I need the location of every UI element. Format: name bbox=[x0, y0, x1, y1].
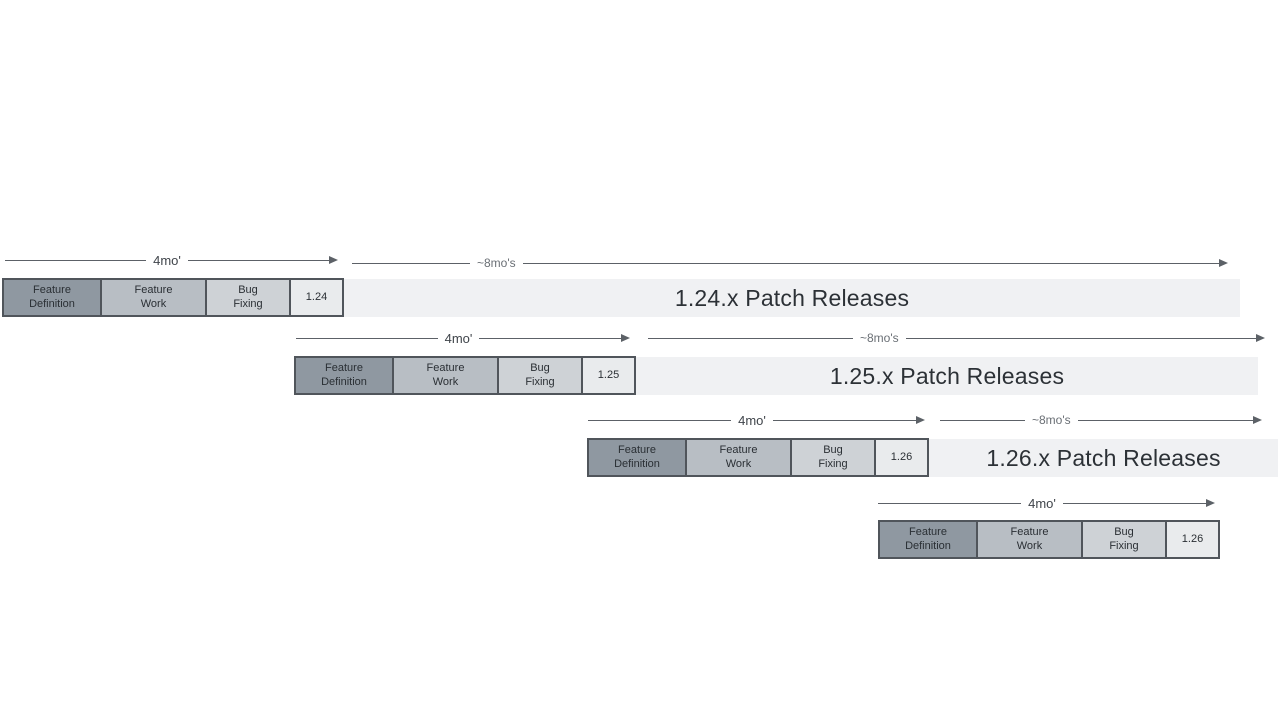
arrowhead-right-icon bbox=[329, 256, 338, 264]
phase-label: Feature Definition bbox=[905, 526, 951, 552]
arrowhead-right-icon bbox=[621, 334, 630, 342]
phase-label: Feature Definition bbox=[29, 284, 75, 310]
arrowhead-right-icon bbox=[1253, 416, 1262, 424]
phase-label: Feature Work bbox=[426, 362, 465, 388]
phase-bug-fixing: Bug Fixing bbox=[205, 278, 291, 317]
feature-cycle-arrow: 4mo' bbox=[5, 252, 338, 268]
patch-releases-label: 1.24.x Patch Releases bbox=[674, 284, 910, 311]
phase-label: Bug Fixing bbox=[818, 444, 848, 470]
phase-boxes: Feature Definition Feature Work Bug Fixi… bbox=[878, 520, 1220, 559]
phase-boxes: Feature Definition Feature Work Bug Fixi… bbox=[2, 278, 344, 317]
version-label: 1.26 bbox=[1181, 532, 1204, 545]
phase-label: Bug Fixing bbox=[233, 284, 263, 310]
arrowhead-right-icon bbox=[1206, 499, 1215, 507]
patch-releases-label: 1.26.x Patch Releases bbox=[986, 444, 1221, 471]
feature-cycle-arrow: 4mo' bbox=[878, 495, 1215, 511]
arrowhead-right-icon bbox=[916, 416, 925, 424]
version-label: 1.25 bbox=[597, 368, 620, 381]
version-milestone-box: 1.26 bbox=[1165, 520, 1220, 559]
phase-label: Feature Work bbox=[134, 284, 173, 310]
arrow-line bbox=[648, 337, 853, 339]
patch-releases-bar: 1.24.x Patch Releases bbox=[344, 279, 1240, 317]
phase-label: Feature Work bbox=[719, 444, 758, 470]
arrow-line bbox=[187, 259, 329, 261]
phase-feature-work: Feature Work bbox=[100, 278, 207, 317]
phase-feature-definition: Feature Definition bbox=[2, 278, 102, 317]
feature-cycle-arrow: 4mo' bbox=[588, 412, 925, 428]
phase-label: Feature Definition bbox=[614, 444, 660, 470]
arrow-line bbox=[479, 337, 621, 339]
arrow-line bbox=[1077, 419, 1253, 421]
patch-duration-label: ~8mo's bbox=[477, 256, 516, 270]
arrow-line bbox=[522, 262, 1219, 264]
version-milestone-box: 1.24 bbox=[289, 278, 344, 317]
feature-cycle-arrow: 4mo' bbox=[296, 330, 630, 346]
patch-cycle-arrow: ~8mo's bbox=[352, 255, 1228, 271]
phase-feature-definition: Feature Definition bbox=[294, 356, 394, 395]
phase-bug-fixing: Bug Fixing bbox=[497, 356, 583, 395]
arrow-line bbox=[352, 262, 470, 264]
phase-label: Bug Fixing bbox=[1109, 526, 1139, 552]
feature-duration-label: 4mo' bbox=[1028, 495, 1056, 511]
version-milestone-box: 1.25 bbox=[581, 356, 636, 395]
arrow-line bbox=[5, 259, 147, 261]
patch-cycle-arrow: ~8mo's bbox=[648, 330, 1265, 346]
version-label: 1.26 bbox=[890, 450, 913, 463]
arrow-line bbox=[905, 337, 1256, 339]
phase-boxes: Feature Definition Feature Work Bug Fixi… bbox=[294, 356, 636, 395]
phase-feature-work: Feature Work bbox=[392, 356, 499, 395]
phase-label: Feature Work bbox=[1010, 526, 1049, 552]
patch-releases-label: 1.25.x Patch Releases bbox=[829, 362, 1065, 389]
feature-duration-label: 4mo' bbox=[153, 252, 181, 268]
phase-label: Feature Definition bbox=[321, 362, 367, 388]
phase-bug-fixing: Bug Fixing bbox=[1081, 520, 1167, 559]
patch-releases-bar: 1.25.x Patch Releases bbox=[636, 357, 1258, 395]
feature-duration-label: 4mo' bbox=[444, 330, 473, 346]
version-milestone-box: 1.26 bbox=[874, 438, 929, 477]
patch-releases-bar: 1.26.x Patch Releases bbox=[929, 439, 1278, 477]
arrowhead-right-icon bbox=[1219, 259, 1228, 267]
patch-duration-label: ~8mo's bbox=[1032, 413, 1071, 427]
phase-feature-definition: Feature Definition bbox=[587, 438, 687, 477]
arrow-line bbox=[1062, 502, 1206, 504]
patch-duration-label: ~8mo's bbox=[860, 331, 899, 345]
phase-feature-definition: Feature Definition bbox=[878, 520, 978, 559]
phase-feature-work: Feature Work bbox=[685, 438, 792, 477]
feature-duration-label: 4mo' bbox=[738, 412, 766, 428]
arrow-line bbox=[940, 419, 1025, 421]
arrow-line bbox=[296, 337, 438, 339]
phase-label: Bug Fixing bbox=[525, 362, 555, 388]
phase-boxes: Feature Definition Feature Work Bug Fixi… bbox=[587, 438, 929, 477]
arrow-line bbox=[588, 419, 732, 421]
patch-cycle-arrow: ~8mo's bbox=[940, 412, 1262, 428]
phase-feature-work: Feature Work bbox=[976, 520, 1083, 559]
arrowhead-right-icon bbox=[1256, 334, 1265, 342]
version-label: 1.24 bbox=[305, 290, 328, 303]
arrow-line bbox=[878, 502, 1022, 504]
phase-bug-fixing: Bug Fixing bbox=[790, 438, 876, 477]
arrow-line bbox=[772, 419, 916, 421]
